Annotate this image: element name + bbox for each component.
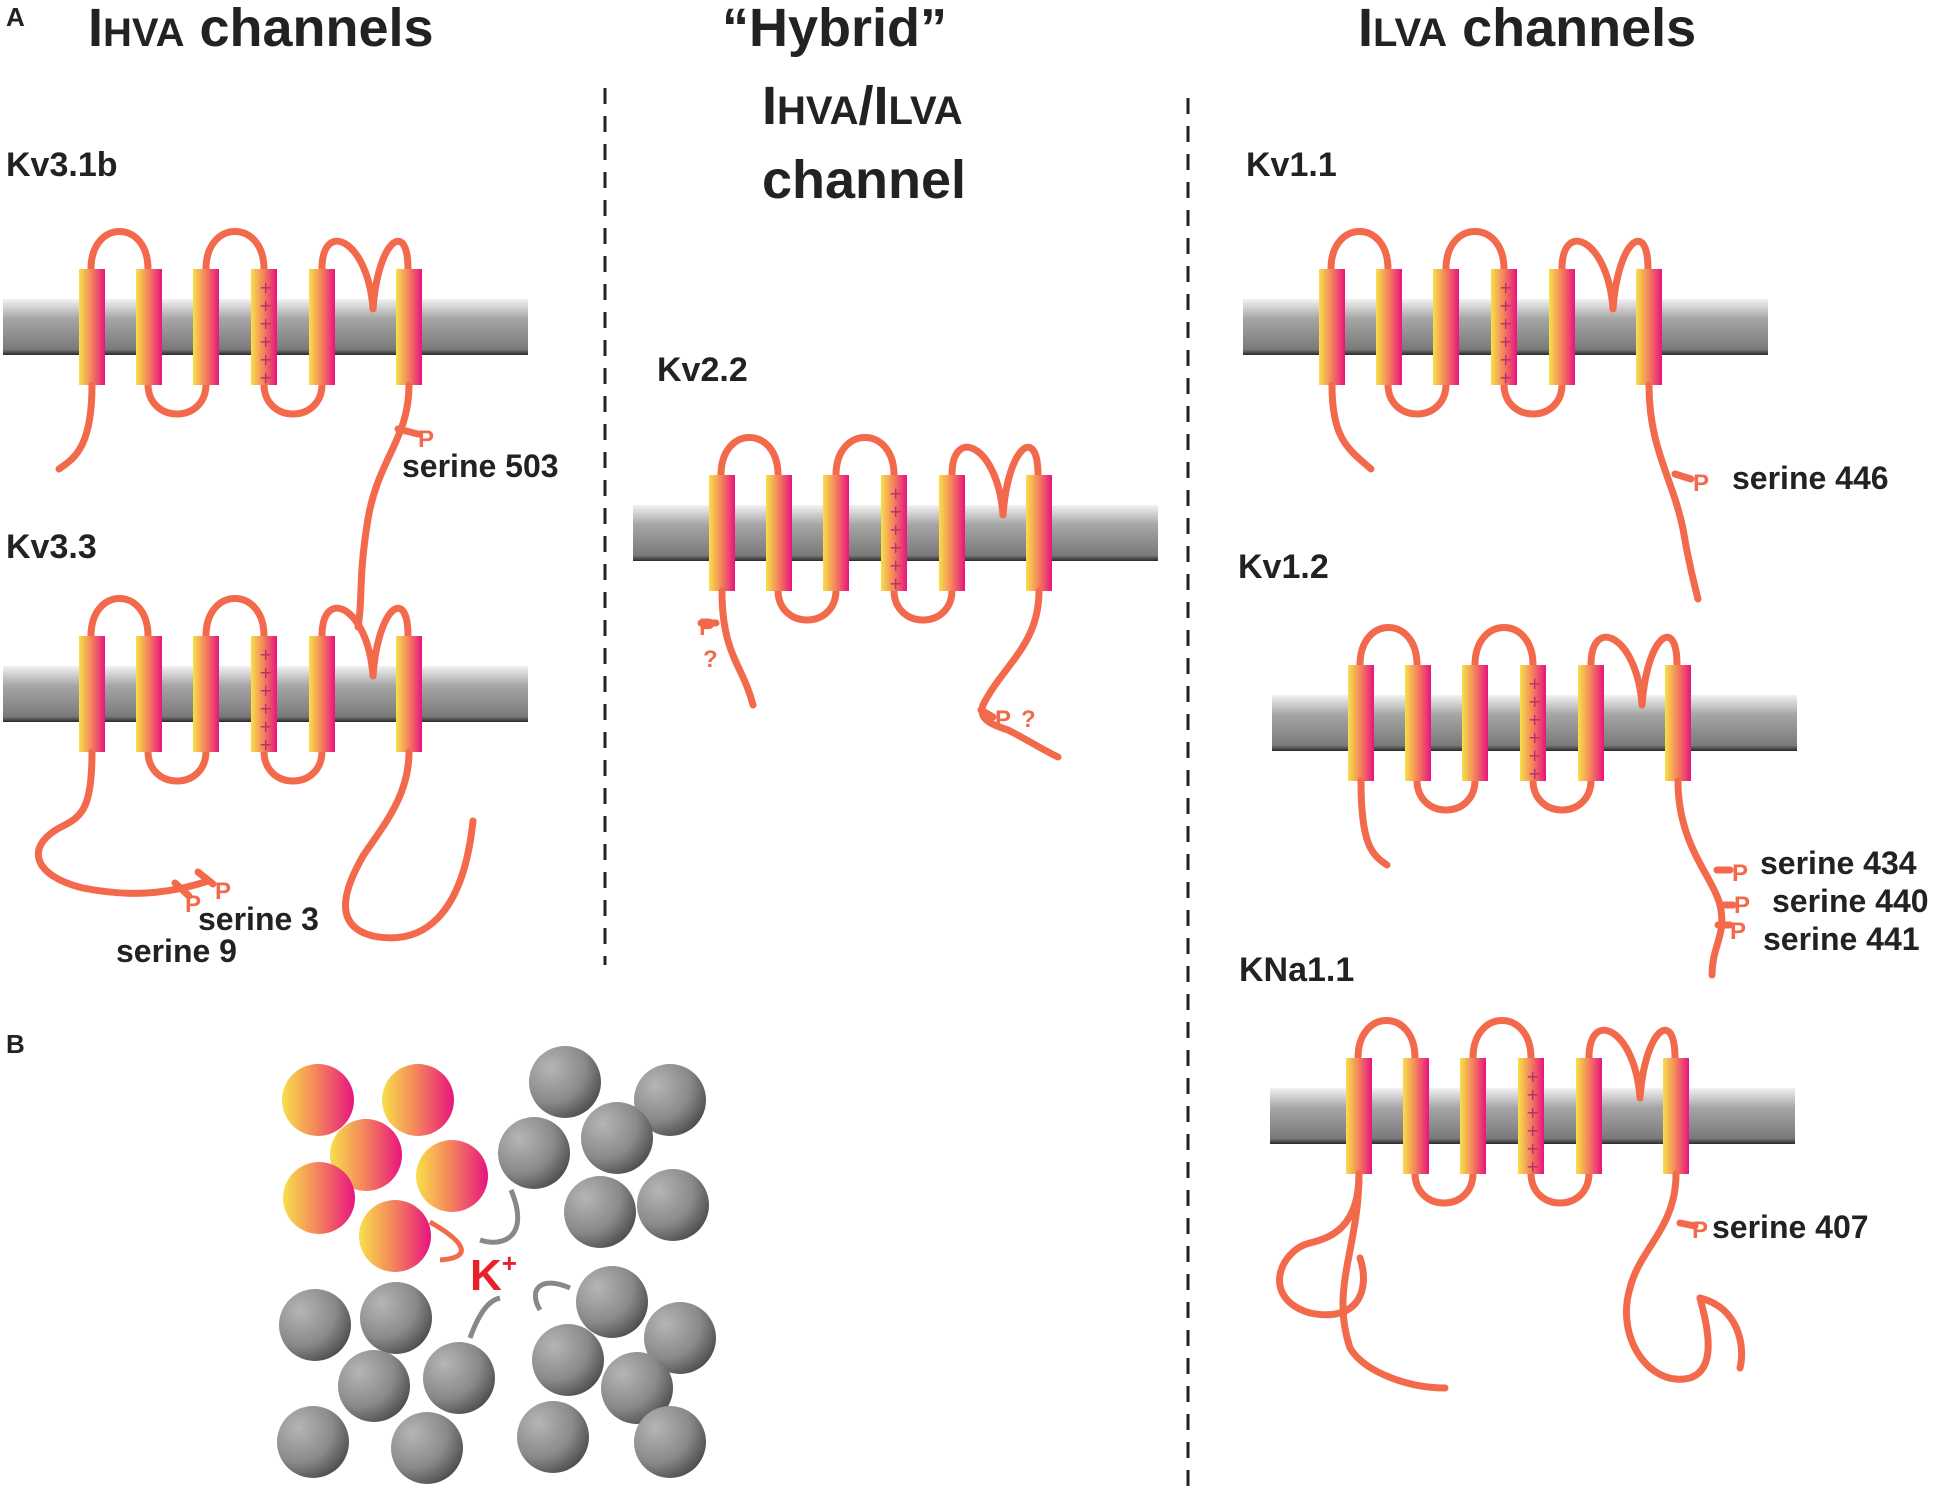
channel-kv22: P ? P ? — [633, 438, 1158, 761]
header-hybrid-line1: “Hybrid” — [722, 0, 947, 58]
channel-kv33: P P — [3, 599, 528, 942]
site-serine-440: serine 440 — [1772, 883, 1929, 919]
phospho-tag: P — [1692, 1217, 1708, 1244]
phospho-tag: P — [418, 426, 434, 453]
site-serine-407: serine 407 — [1712, 1209, 1869, 1245]
header-ihva: IHVA channels — [88, 0, 434, 58]
protein-kv12: Kv1.2 — [1238, 548, 1329, 586]
channel-kv31b: P — [3, 232, 528, 631]
unknown-tag: ? — [1021, 706, 1036, 733]
phospho-tag: P — [215, 878, 231, 905]
site-serine-9: serine 9 — [116, 933, 237, 969]
tetramer-top-view: K+ — [277, 1046, 716, 1484]
site-serine-503: serine 503 — [402, 448, 559, 484]
protein-kv11: Kv1.1 — [1246, 146, 1337, 184]
channel-kna11: P — [1270, 1021, 1795, 1392]
phospho-tag: P — [1693, 470, 1709, 497]
phospho-tag: P — [1734, 892, 1750, 919]
site-serine-3: serine 3 — [198, 901, 319, 937]
site-serine-434: serine 434 — [1760, 845, 1917, 881]
phospho-tag: P — [699, 614, 715, 641]
unknown-tag: ? — [703, 646, 718, 673]
protein-kv31b: Kv3.1b — [6, 146, 118, 184]
channel-kv12: P P P — [1272, 628, 1797, 979]
panel-b-label: B — [6, 1029, 25, 1059]
protein-kv33: Kv3.3 — [6, 528, 97, 566]
phospho-tag: P — [185, 891, 201, 918]
phospho-tag: P — [1730, 918, 1746, 945]
protein-kna11: KNa1.1 — [1239, 951, 1354, 989]
protein-kv22: Kv2.2 — [657, 351, 748, 389]
potassium-ion: K+ — [470, 1248, 517, 1300]
channel-kv11: P — [1243, 232, 1768, 603]
header-hybrid-line3: channel — [762, 150, 966, 210]
site-serine-446: serine 446 — [1732, 460, 1889, 496]
site-serine-441: serine 441 — [1763, 921, 1920, 957]
header-hybrid-line2: IHVA/ILVA — [762, 76, 963, 136]
phospho-tag: P — [995, 706, 1011, 733]
panel-a-label: A — [6, 2, 25, 32]
phospho-tag: P — [1732, 860, 1748, 887]
header-ilva: ILVA channels — [1358, 0, 1696, 58]
